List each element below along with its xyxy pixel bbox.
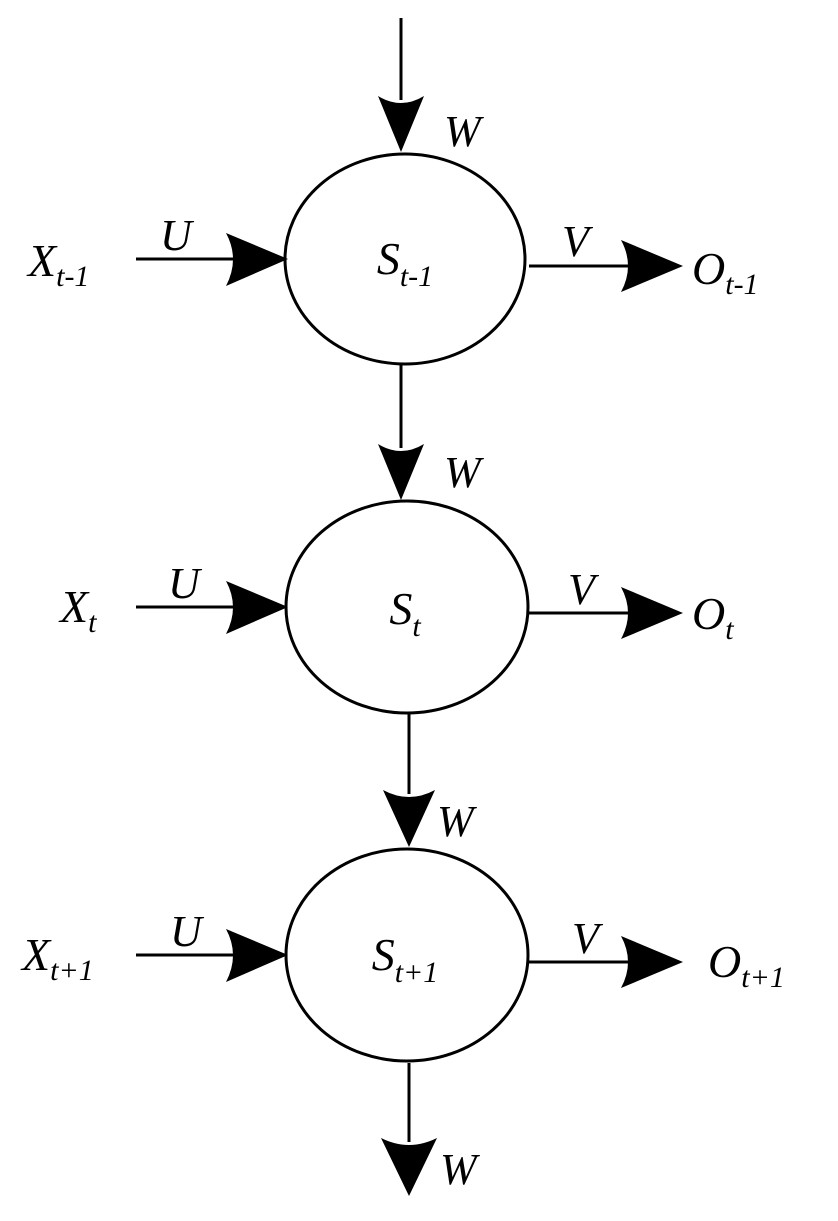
output-label: Ot-1 xyxy=(692,243,759,301)
weight-label-v: V xyxy=(562,217,594,266)
weight-label-u: U xyxy=(170,907,205,956)
weight-label-w: W xyxy=(444,107,484,156)
output-label: Ot+1 xyxy=(708,936,785,994)
state-node-t-minus-1: St-1 xyxy=(283,152,527,366)
state-label: St-1 xyxy=(377,233,433,293)
input-label: Xt-1 xyxy=(26,235,89,293)
output-edge-t-plus-1: V Ot+1 xyxy=(529,914,785,994)
weight-label-w: W xyxy=(444,448,484,497)
weight-label-w: W xyxy=(437,797,477,846)
input-label: Xt xyxy=(58,581,97,639)
recurrent-edge-outgoing: W xyxy=(381,1063,480,1196)
recurrent-edge-incoming: W xyxy=(378,18,484,156)
output-edge-t: V Ot xyxy=(529,565,734,646)
recurrent-edge-1-to-2: W xyxy=(378,365,484,500)
output-label: Ot xyxy=(692,588,734,646)
input-edge-t-plus-1: U Xt+1 xyxy=(20,907,288,987)
state-label: St xyxy=(389,583,421,643)
weight-label-u: U xyxy=(168,559,203,608)
input-edge-t: U Xt xyxy=(58,559,288,639)
state-label: St+1 xyxy=(372,929,439,989)
weight-label-w: W xyxy=(440,1145,480,1194)
weight-label-v: V xyxy=(568,565,600,614)
state-node-t-plus-1: St+1 xyxy=(284,847,530,1063)
input-edge-t-minus-1: U Xt-1 xyxy=(26,211,288,293)
input-label: Xt+1 xyxy=(20,929,94,987)
weight-label-u: U xyxy=(160,211,195,260)
recurrent-edge-2-to-3: W xyxy=(383,713,477,847)
weight-label-v: V xyxy=(572,914,604,963)
state-node-t: St xyxy=(284,499,530,715)
output-edge-t-minus-1: V Ot-1 xyxy=(529,217,759,301)
